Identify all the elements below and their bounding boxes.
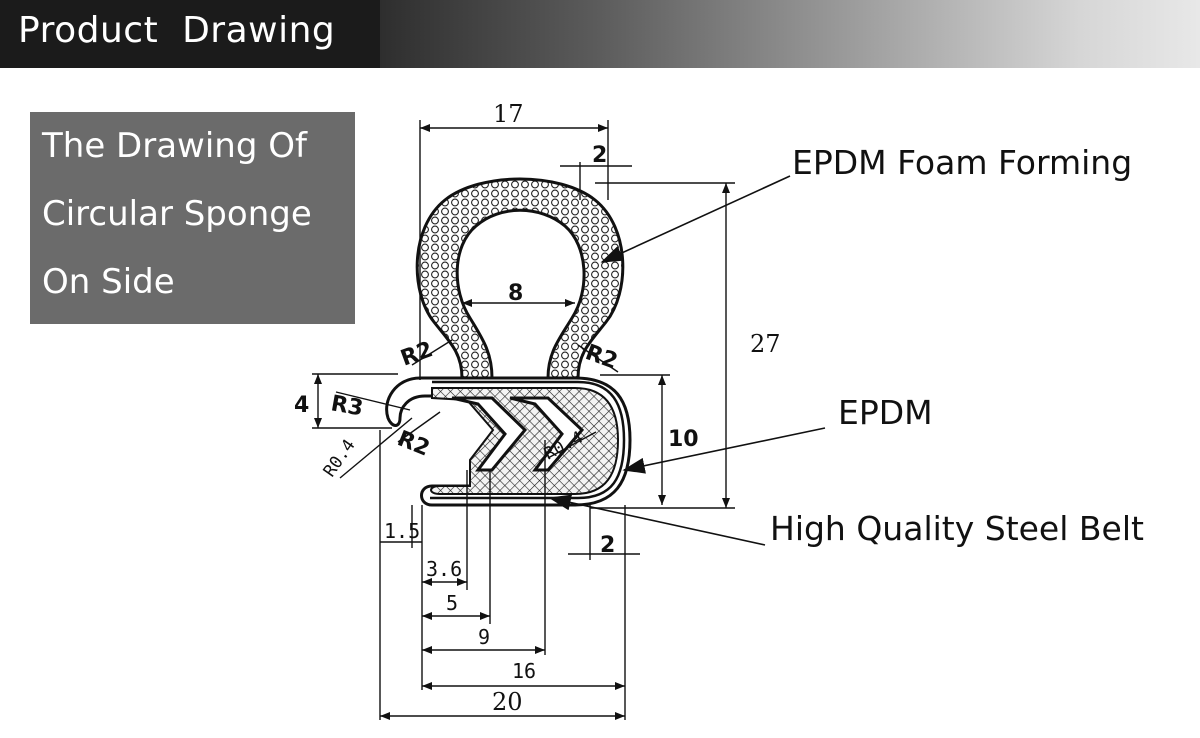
dim-9: 9 <box>478 625 490 649</box>
callout-epdm-foam: EPDM Foam Forming <box>792 143 1132 182</box>
dim-1-5: 1.5 <box>384 519 420 543</box>
dim-radius-r3: R3 <box>329 391 365 421</box>
grip-chevron-2 <box>509 396 585 472</box>
dim-height-total: 27 <box>750 330 781 358</box>
callout-epdm: EPDM <box>838 393 933 432</box>
dim-wall-bottom: 2 <box>600 533 615 558</box>
dim-5: 5 <box>446 591 458 615</box>
side-caption-line-2: Circular Sponge <box>42 194 312 234</box>
dim-width-bottom: 20 <box>492 688 523 716</box>
steel-belt <box>430 380 626 500</box>
grip-chevron-1 <box>451 396 528 472</box>
side-caption-line-3: On Side <box>42 262 175 302</box>
dim-3-6: 3.6 <box>426 557 462 581</box>
dim-radius-r2-lower: R2 <box>394 426 433 461</box>
dim-radius-left: R2 <box>398 337 437 372</box>
dim-radius-r04-left: R0.4 <box>320 436 360 481</box>
dim-lip-height: 4 <box>294 393 309 418</box>
header-title: Product Drawing <box>18 10 336 51</box>
side-caption-line-1: The Drawing Of <box>42 126 307 166</box>
side-caption-box: The Drawing Of Circular Sponge On Side <box>30 112 355 324</box>
dim-16: 16 <box>512 659 536 683</box>
header-tab: Product Drawing <box>0 0 380 68</box>
callout-steel-belt: High Quality Steel Belt <box>770 509 1144 548</box>
clip-mesh-core <box>430 387 620 495</box>
foam-bulb <box>415 177 625 380</box>
dim-wall-top: 2 <box>592 143 607 168</box>
dim-clip-height: 10 <box>668 427 699 452</box>
dim-width-top: 17 <box>493 100 524 128</box>
dim-inner-width: 8 <box>508 281 523 306</box>
